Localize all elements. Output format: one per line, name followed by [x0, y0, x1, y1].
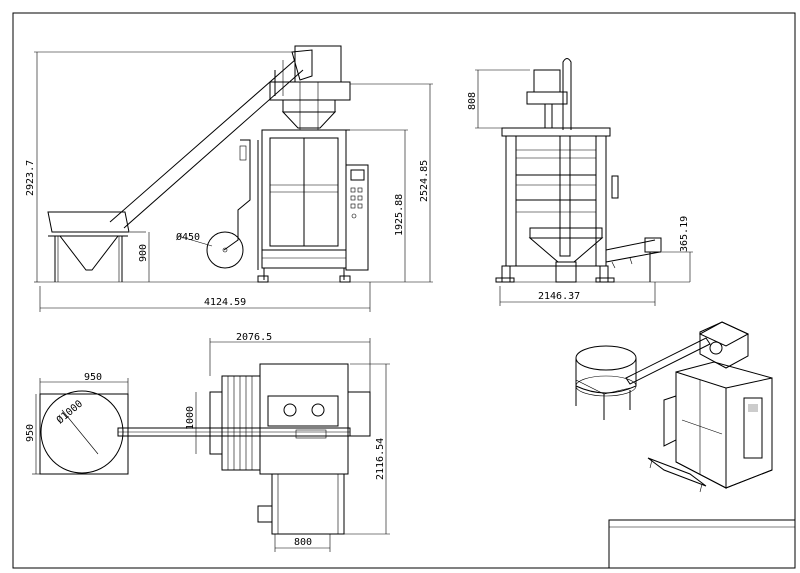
iso-output-chute	[647, 457, 707, 493]
front-hopper	[47, 211, 130, 282]
title-block	[608, 519, 796, 569]
front-film-roll	[206, 139, 259, 270]
dim-side-overall-width: 2146.37	[538, 291, 580, 302]
side-motor-head	[526, 58, 572, 130]
front-dimensions	[34, 51, 433, 312]
dim-side-top-offset: 808	[467, 92, 478, 110]
dim-side-conveyor-height: 365.19	[679, 216, 690, 252]
dim-plan-base-width: 800	[294, 537, 312, 548]
dim-front-overall-width: 4124.59	[204, 297, 246, 308]
plan-dimensions	[32, 338, 390, 552]
front-dosing-head	[263, 45, 351, 131]
iso-conveyor	[625, 337, 711, 385]
side-frame	[495, 127, 619, 283]
front-screw-conveyor	[109, 49, 313, 229]
plan-film-frame	[209, 375, 261, 471]
dim-front-roller-diameter: Ø450	[176, 231, 200, 243]
dim-plan-hopper-depth: 950	[25, 424, 36, 442]
plan-hopper	[39, 390, 129, 475]
isometric-view	[575, 321, 773, 493]
side-output-conveyor	[605, 237, 662, 282]
plan-output	[257, 473, 345, 535]
dim-plan-frame-depth: 1000	[185, 406, 196, 430]
plan-main-body	[259, 363, 371, 475]
iso-machine-body	[663, 361, 773, 489]
plan-view: 2076.5 950 950 Ø1000 1000 2116.54 800	[25, 332, 390, 552]
sheet-border	[12, 12, 796, 569]
dim-plan-overall-depth: 2116.54	[375, 438, 386, 480]
side-view: 808 365.19 2146.37	[467, 58, 693, 306]
iso-hopper	[575, 345, 637, 420]
dim-plan-hopper-width: 950	[84, 372, 102, 383]
dim-plan-hopper-diameter: Ø1000	[54, 398, 85, 427]
dim-front-overall-height: 2923.7	[25, 160, 36, 196]
front-view: 2923.7 900 1925.88 2524.85 4124.59 Ø450	[25, 45, 433, 312]
side-dimensions	[475, 69, 693, 306]
front-control-panel	[345, 164, 369, 271]
front-cabinet	[257, 129, 351, 283]
side-lower-hopper	[528, 227, 604, 283]
dim-front-door-height: 1925.88	[394, 194, 405, 236]
dim-front-hopper-height: 900	[138, 244, 149, 262]
dim-plan-overall-width: 2076.5	[236, 332, 272, 343]
iso-motor	[698, 321, 750, 369]
dim-front-cabinet-height: 2524.85	[419, 160, 430, 202]
